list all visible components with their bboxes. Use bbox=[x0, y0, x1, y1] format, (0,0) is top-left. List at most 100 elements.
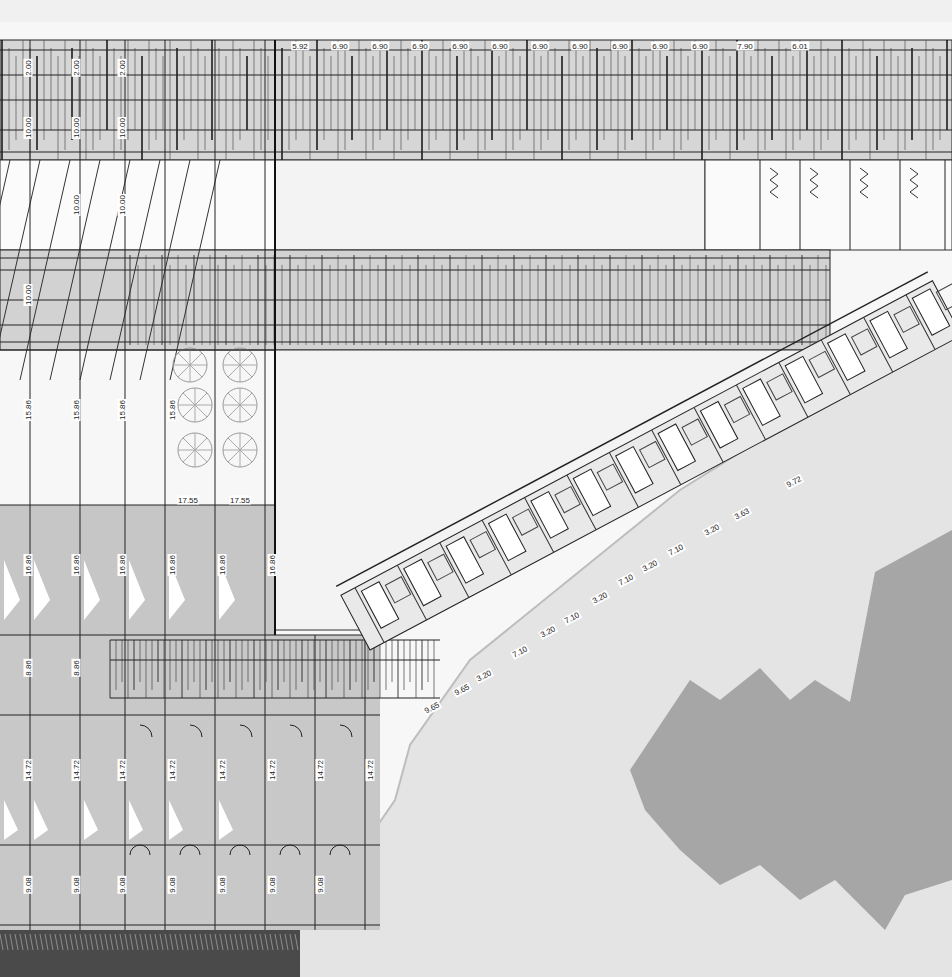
wall-line bbox=[583, 56, 584, 130]
wall-line bbox=[555, 48, 556, 130]
wall-line bbox=[236, 640, 237, 698]
tree bbox=[228, 353, 240, 365]
wall-line bbox=[261, 48, 262, 150]
wall-line bbox=[779, 40, 780, 130]
dimension-label: 3.20 bbox=[640, 558, 660, 574]
wall-line bbox=[856, 56, 857, 140]
wall-line bbox=[194, 640, 195, 682]
wall-line bbox=[835, 56, 836, 130]
tree bbox=[223, 433, 257, 467]
wall-line bbox=[233, 40, 234, 150]
wall-line bbox=[170, 265, 171, 345]
bottom-strip bbox=[0, 930, 300, 977]
dimension-label: 6.01 bbox=[791, 42, 809, 51]
grid-line bbox=[0, 350, 275, 351]
door-arc bbox=[290, 725, 302, 737]
wall-line bbox=[260, 640, 261, 690]
zigzag-mark bbox=[770, 168, 778, 198]
hatch bbox=[10, 934, 13, 950]
unit-detail bbox=[809, 351, 834, 377]
wall-line bbox=[188, 640, 189, 690]
grey-row bbox=[0, 635, 380, 930]
dimension-label: 3.20 bbox=[538, 624, 558, 640]
wall-line bbox=[576, 48, 577, 140]
wall-line bbox=[440, 543, 469, 598]
rooms bbox=[705, 160, 952, 250]
wall-line bbox=[320, 640, 321, 682]
wall-line bbox=[933, 48, 934, 150]
wall-line bbox=[919, 56, 920, 130]
wall-line bbox=[618, 265, 619, 345]
wall-line bbox=[526, 40, 528, 130]
unit-detail bbox=[767, 374, 792, 400]
dimension-label: 7.90 bbox=[736, 42, 754, 51]
tree bbox=[240, 405, 257, 406]
unit bbox=[361, 582, 398, 628]
wall-line bbox=[625, 56, 626, 150]
tree bbox=[173, 348, 207, 382]
wall-line bbox=[410, 265, 411, 345]
zigzag-mark bbox=[910, 168, 918, 198]
top-strip bbox=[0, 0, 952, 22]
wall-line bbox=[163, 56, 164, 130]
hatch bbox=[240, 934, 243, 950]
wall-line bbox=[302, 640, 303, 682]
unit-detail bbox=[852, 329, 877, 355]
dimension-label: 10.00 bbox=[118, 194, 127, 216]
wall-line bbox=[688, 56, 689, 140]
unit bbox=[912, 289, 949, 335]
wall-line bbox=[744, 48, 745, 140]
tree bbox=[240, 405, 241, 422]
wall-line bbox=[135, 48, 136, 130]
tree bbox=[190, 353, 202, 365]
wall-line bbox=[296, 640, 297, 690]
wall-line bbox=[380, 40, 381, 140]
dimension-label: 5.92 bbox=[291, 42, 309, 51]
wall-line bbox=[604, 56, 605, 140]
dimension-label: 15.86 bbox=[24, 399, 33, 421]
wall-line bbox=[250, 265, 251, 345]
wall-line bbox=[110, 660, 440, 661]
hatch bbox=[125, 934, 128, 950]
wall-line bbox=[248, 640, 249, 682]
hatch bbox=[130, 934, 133, 950]
wall-line bbox=[200, 640, 201, 698]
tree bbox=[178, 353, 190, 365]
hatch bbox=[195, 934, 198, 950]
hatch bbox=[280, 934, 283, 950]
wall-line bbox=[416, 640, 417, 698]
stair-line bbox=[0, 160, 10, 380]
unit-detail bbox=[597, 464, 622, 490]
wall-line bbox=[850, 160, 851, 250]
dimension-label: 6.90 bbox=[571, 42, 589, 51]
dimension-label: 16.86 bbox=[24, 554, 33, 576]
grid-line bbox=[125, 40, 126, 930]
dimension-label: 10.00 bbox=[24, 117, 33, 139]
tree bbox=[223, 365, 240, 366]
dimension-label: 10.00 bbox=[72, 194, 81, 216]
wall-line bbox=[800, 160, 801, 250]
dimension-label: 14.72 bbox=[72, 759, 81, 781]
tree bbox=[240, 450, 252, 462]
light-triangle bbox=[169, 800, 183, 840]
unit bbox=[785, 356, 822, 402]
hatch bbox=[165, 934, 168, 950]
grid-line bbox=[0, 925, 380, 926]
hatch bbox=[225, 934, 228, 950]
wall-line bbox=[254, 640, 255, 698]
grid-line bbox=[80, 40, 81, 930]
unit bbox=[573, 469, 610, 515]
grid-line bbox=[274, 40, 276, 635]
wall-line bbox=[138, 265, 139, 345]
hatch bbox=[155, 934, 158, 950]
dimension-label: 17.55 bbox=[229, 496, 251, 505]
wall-line bbox=[771, 56, 773, 140]
wall-line bbox=[429, 48, 430, 150]
wall-line bbox=[331, 56, 332, 130]
wall-line bbox=[541, 56, 542, 150]
wall-line bbox=[394, 265, 395, 345]
hatch bbox=[215, 934, 218, 950]
unit bbox=[489, 514, 526, 560]
wall-line bbox=[303, 48, 304, 130]
